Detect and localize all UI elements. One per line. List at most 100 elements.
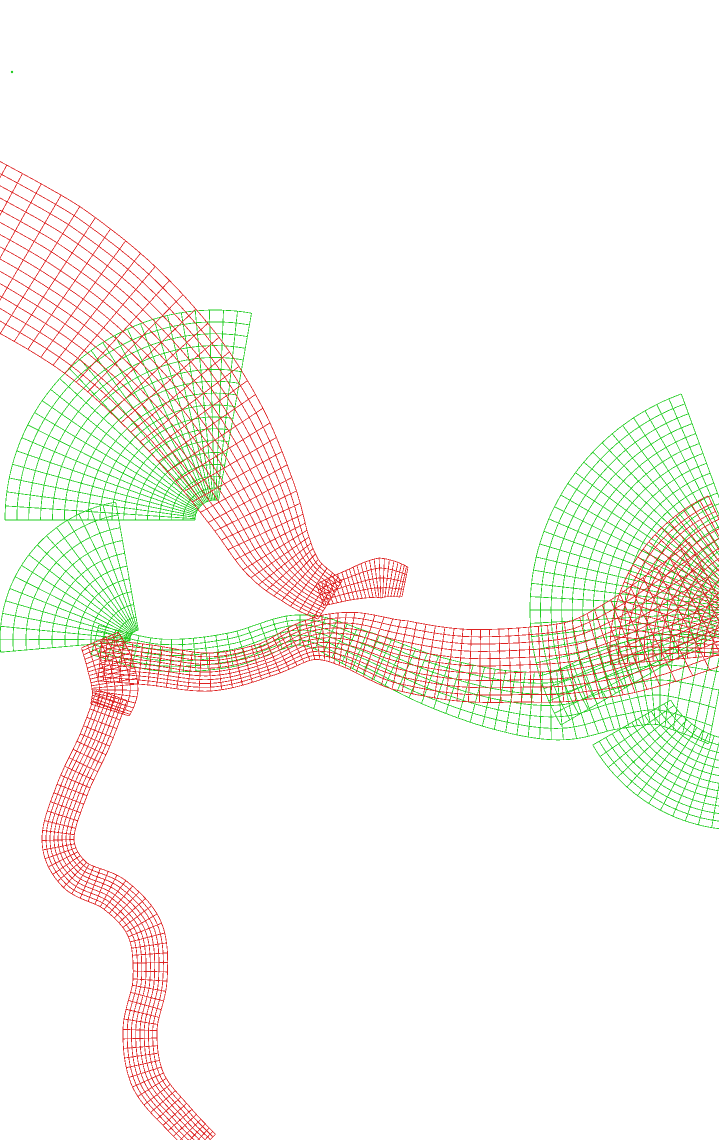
red-main-channel-cross-line (138, 643, 143, 685)
green-left-lower-ray-line (102, 504, 138, 631)
red-lower-river-cross-line (130, 932, 165, 943)
green-right-fan-ray-line (633, 417, 719, 549)
red-mesh-layer (0, 160, 719, 1140)
red-lower-river-cross-line (79, 866, 95, 899)
red-mid-bump-cross-line (321, 581, 330, 605)
green-channel-cross-line (236, 630, 247, 664)
green-channel-cross-line (421, 656, 439, 704)
red-upper-band-cross-line (250, 536, 310, 579)
red-mid-bump-cross-line (396, 565, 405, 597)
green-right-lower-ray-line (711, 782, 719, 828)
red-upper-band-cross-line (200, 464, 288, 513)
red-main-channel-cross-line (363, 616, 385, 677)
red-right-fan-arc-line (712, 620, 719, 656)
red-lower-river-cross-line (92, 700, 124, 713)
red-right-fan-ray-line (642, 548, 719, 606)
red-right-fan-ray-line (637, 556, 719, 611)
green-left-fan-ray-line (50, 389, 200, 508)
red-mid-bump-cross-line (390, 562, 399, 597)
red-lower-river-cross-line (42, 843, 75, 851)
green-right-lower-ray-line (626, 719, 688, 788)
green-left-fan-ray-line (127, 328, 208, 502)
red-lower-river-cross-line (125, 913, 158, 933)
red-right-fan-ray-line (654, 534, 719, 595)
green-right-fan-ray-line (680, 393, 719, 499)
red-lower-river-cross-line (128, 1066, 162, 1078)
red-junction-cross-line (83, 637, 123, 656)
red-right-fan-ray-line (620, 590, 719, 628)
red-lower-river-cross-line (122, 905, 152, 928)
red-main-channel-cross-line (563, 622, 577, 701)
red-upper-band-cross-line (64, 266, 156, 374)
green-right-fan-ray-line (668, 398, 719, 516)
red-lower-river-cross-line (123, 1045, 158, 1049)
red-lower-river-cross-line (179, 1119, 202, 1140)
red-main-channel-cross-line (381, 620, 401, 686)
red-mid-bump-cross-line (401, 567, 409, 597)
green-left-lower (0, 501, 139, 653)
green-channel-cross-line (579, 659, 608, 732)
red-lower-river-cross-line (173, 1114, 197, 1137)
red-upper-band-cross-line (313, 577, 339, 618)
red-main-channel-cross-line (279, 632, 298, 666)
red-lower-river-cross-line (143, 1084, 171, 1106)
red-main-channel-cross-line (401, 622, 418, 692)
green-channel-cross-line (572, 663, 599, 734)
green-channel-cross-line (158, 639, 162, 671)
red-upper-band-cross-line (40, 240, 126, 358)
green-right-fan-ray-line (531, 614, 719, 638)
red-lower-river-cross-line (63, 862, 87, 888)
green-right-lower-ray-line (672, 733, 709, 817)
red-mid-bump (316, 557, 409, 606)
red-main-channel-cross-line (156, 646, 163, 686)
red-right-fan-ray-line (611, 626, 719, 643)
red-main-channel-cross-line (102, 639, 108, 682)
green-left-fan-ray-line (180, 312, 213, 501)
red-lower-river-cross-line (60, 774, 91, 789)
green-right-fan-ray-line (536, 556, 719, 601)
red-mid-bump-cross-line (318, 583, 327, 606)
red-lower-river-cross-line (132, 1072, 164, 1088)
red-junction-cross-line (88, 662, 134, 676)
red-main-channel-cross-line (251, 645, 262, 680)
red-lower-river-cross-line (71, 863, 90, 895)
green-right-fan-ray-line (656, 404, 719, 530)
red-junction-cross-line (92, 694, 134, 709)
red-right-fan-ray-line (668, 521, 719, 581)
red-main-channel-cross-line (321, 615, 326, 661)
red-upper-band-cross-line (158, 394, 256, 462)
red-upper-band-cross-line (120, 336, 220, 424)
green-left-lower-ray-line (28, 554, 133, 635)
green-left-fan-ray-line (102, 342, 205, 504)
red-upper-band-cross-line (227, 513, 304, 551)
green-channel-cross-line (516, 672, 526, 735)
green-channel-cross-line (599, 651, 621, 729)
red-main-channel-cross-line (187, 651, 193, 691)
red-upper-band-cross-line (214, 490, 297, 532)
red-upper-band-cross-line (0, 194, 62, 301)
red-right-fan-ray-line (615, 608, 719, 636)
red-main-channel-cross-line (610, 599, 648, 690)
red-main-channel-cross-line (422, 625, 436, 696)
red-lower-river-cross-line (50, 801, 81, 814)
red-junction-cross-line (91, 677, 138, 687)
green-right-fan-ray-line (644, 410, 719, 540)
red-lower-river-cross-line (41, 839, 75, 841)
red-main-channel-cross-line (287, 628, 305, 663)
green-channel-cross-line (193, 638, 197, 672)
red-junction-cross-line (86, 647, 128, 665)
red-main-channel-cross-line (208, 652, 212, 692)
red-lower-river-cross-line (53, 792, 84, 805)
red-main-channel-long-line (99, 599, 719, 673)
red-lower-river-cross-line (108, 885, 133, 914)
red-lower-river-cross-line (44, 820, 76, 829)
red-right-fan-ray-line (632, 564, 719, 616)
green-left-fan-ray-line (216, 311, 238, 501)
red-right-fan-ray-line (648, 541, 719, 601)
green-left-fan-ray-line (27, 424, 198, 512)
red-main-channel-cross-line (371, 618, 394, 681)
red-lower-river-cross-line (132, 984, 166, 992)
red-right-fan-ray-line (610, 651, 719, 656)
